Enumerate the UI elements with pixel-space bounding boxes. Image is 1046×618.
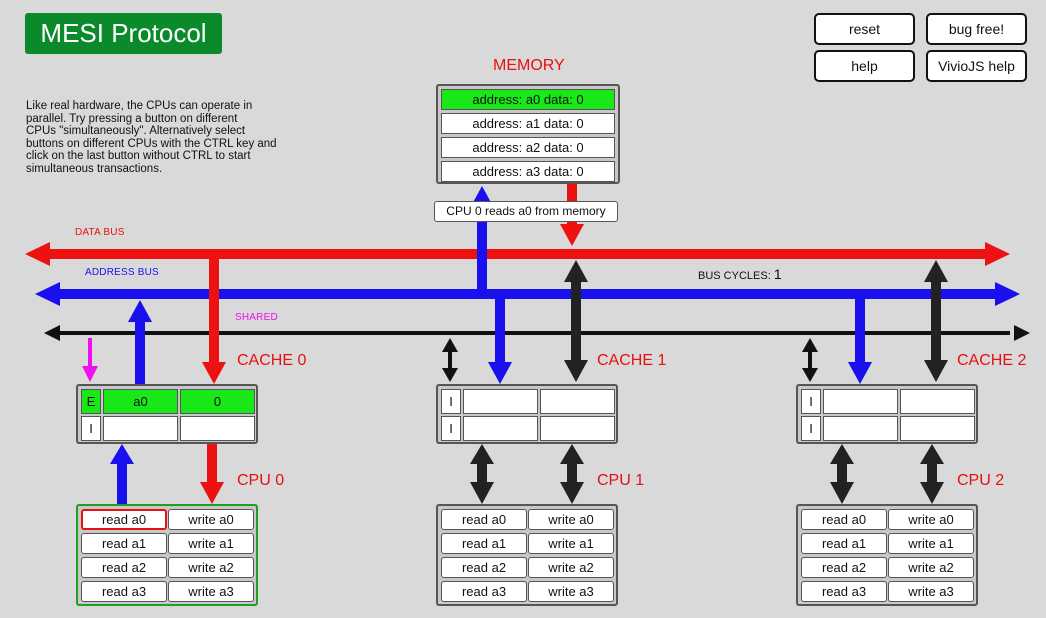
cpu2-cache2-arrow-left [830,444,854,504]
cpu2-write-a1-button[interactable]: write a1 [888,533,974,554]
bug-free-button[interactable]: bug free! [926,13,1027,45]
cpu2-write-a0-button[interactable]: write a0 [888,509,974,530]
address-bus [35,282,1020,306]
cpu2-write-a3-button[interactable]: write a3 [888,581,974,602]
viviojs-help-button[interactable]: VivioJS help [926,50,1027,82]
description-text: Like real hardware, the CPUs can operate… [26,100,316,175]
cache2-address-arrow [848,294,872,384]
cache-line-address [823,416,898,441]
cpu0-write-a2-button[interactable]: write a2 [168,557,254,578]
memory-row: address: a2 data: 0 [441,137,615,158]
cache-line-state: I [801,389,821,414]
cache-line-data: 0 [180,389,255,414]
reset-button[interactable]: reset [814,13,915,45]
cpu2-read-a1-button[interactable]: read a1 [801,533,887,554]
data-bus [25,242,1010,266]
cache-line-address: a0 [103,389,178,414]
status-message: CPU 0 reads a0 from memory [434,201,618,222]
cache1-data-arrow [564,260,588,382]
cpu2-cache2-arrow-right [920,444,944,504]
cache0-shared-arrow [82,338,98,382]
cpu0-read-a3-button[interactable]: read a3 [81,581,167,602]
cpu1-cache1-arrow-left [470,444,494,504]
cpu1-write-a3-button[interactable]: write a3 [528,581,614,602]
cache-line-data [180,416,255,441]
shared-bus [44,325,1030,341]
cpu0-write-a0-button[interactable]: write a0 [168,509,254,530]
cpu1-label: CPU 1 [597,472,645,489]
cache2-label: CACHE 2 [957,352,1027,369]
cache-line-data [900,416,975,441]
cache-line-state: E [81,389,101,414]
description-line: click on the last button without CTRL to… [26,150,251,162]
help-button[interactable]: help [814,50,915,82]
description-line: buttons on different CPUs with the CTRL … [26,137,277,150]
cpu1-write-a0-button[interactable]: write a0 [528,509,614,530]
cache-line-state: I [441,416,461,441]
description-line: simultaneous transactions. [26,162,163,175]
cache2-data-arrow [924,260,948,382]
cache-line-data [540,389,615,414]
cpu1-read-a3-button[interactable]: read a3 [441,581,527,602]
cache-0: E a0 0 I [76,384,258,444]
shared-bus-label: SHARED [235,312,278,323]
cache1-label: CACHE 1 [597,352,667,369]
cpu2-read-a3-button[interactable]: read a3 [801,581,887,602]
memory-row: address: a3 data: 0 [441,161,615,182]
cache-1: I I [436,384,618,444]
cache2-shared-arrow [802,338,818,382]
cache-2: I I [796,384,978,444]
description-line: CPUs "simultaneously". Alternatively sel… [26,125,246,137]
cpu2-read-a2-button[interactable]: read a2 [801,557,887,578]
cache-line-state: I [801,416,821,441]
memory-panel: address: a0 data: 0 address: a1 data: 0 … [436,84,620,184]
cpu1-write-a2-button[interactable]: write a2 [528,557,614,578]
cpu-0: read a0 write a0 read a1 write a1 read a… [76,504,258,606]
cpu1-write-a1-button[interactable]: write a1 [528,533,614,554]
cache1-shared-arrow [442,338,458,382]
cache1-address-arrow [488,294,512,384]
memory-label: MEMORY [493,57,565,74]
cpu0-label: CPU 0 [237,472,285,489]
cpu1-read-a2-button[interactable]: read a2 [441,557,527,578]
cache0-label: CACHE 0 [237,352,307,369]
data-bus-label: DATA BUS [75,227,125,238]
memory-row: address: a1 data: 0 [441,113,615,134]
description-line: Like real hardware, the CPUs can operate… [26,100,253,112]
cache0-data-arrow [202,254,226,384]
cache-line-data [900,389,975,414]
cpu-2: read a0 write a0 read a1 write a1 read a… [796,504,978,606]
description-line: parallel. Try pressing a button on diffe… [26,112,238,125]
bus-cycles-value: 1 [773,266,782,282]
cpu0-write-a1-button[interactable]: write a1 [168,533,254,554]
cpu0-write-a3-button[interactable]: write a3 [168,581,254,602]
cache-line-address [823,389,898,414]
cache-line-address [463,416,538,441]
cache-line-address [103,416,178,441]
cpu-1: read a0 write a0 read a1 write a1 read a… [436,504,618,606]
bus-cycles-counter: BUS CYCLES: 1 [698,266,782,282]
cache0-address-arrow [128,300,152,386]
bus-cycles-label: BUS CYCLES [698,270,768,282]
cpu1-cache1-arrow-right [560,444,584,504]
app-title: MESI Protocol [25,13,222,54]
cpu1-read-a0-button[interactable]: read a0 [441,509,527,530]
cpu2-write-a2-button[interactable]: write a2 [888,557,974,578]
cache-line-data [540,416,615,441]
cpu0-data-arrow [200,444,224,504]
cpu0-read-a0-button[interactable]: read a0 [81,509,167,530]
address-bus-label: ADDRESS BUS [85,267,159,278]
cache-line-state: I [441,389,461,414]
memory-row: address: a0 data: 0 [441,89,615,110]
cpu2-read-a0-button[interactable]: read a0 [801,509,887,530]
cpu0-read-a2-button[interactable]: read a2 [81,557,167,578]
cpu0-address-arrow [110,444,134,504]
cpu0-read-a1-button[interactable]: read a1 [81,533,167,554]
cache-line-state: I [81,416,101,441]
cache-line-address [463,389,538,414]
cpu2-label: CPU 2 [957,472,1005,489]
cpu1-read-a1-button[interactable]: read a1 [441,533,527,554]
